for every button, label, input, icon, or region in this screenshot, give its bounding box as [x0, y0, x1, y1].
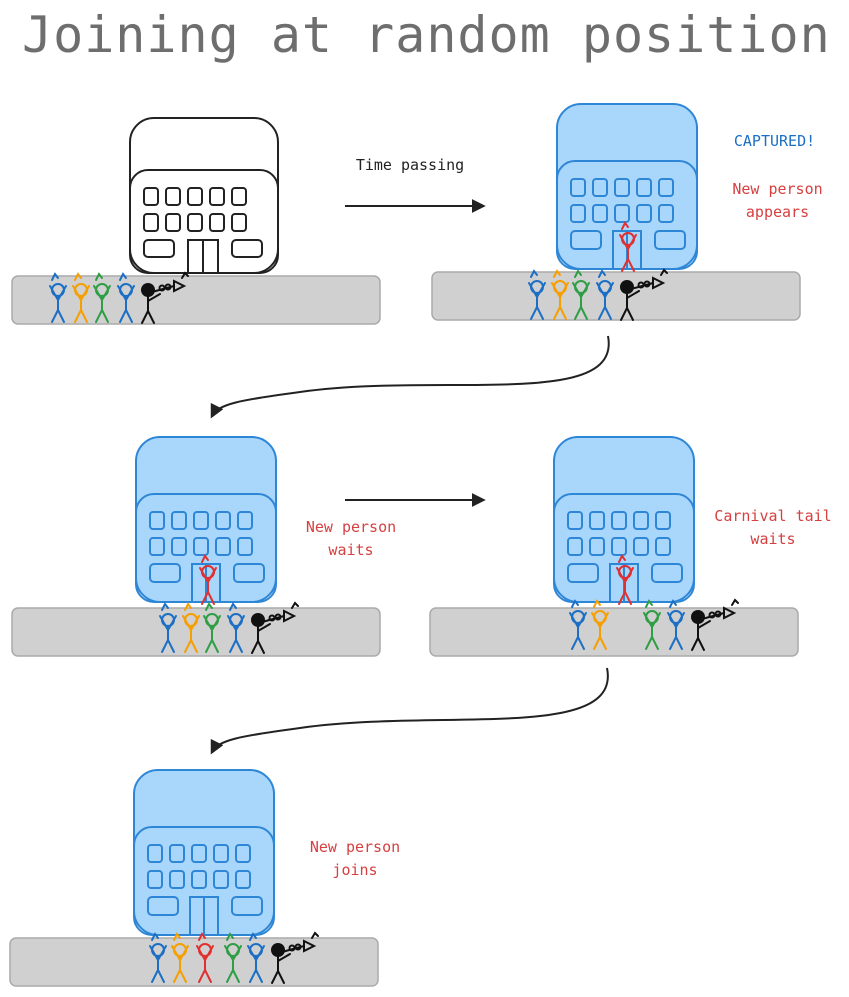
flow-arrow: [210, 335, 610, 419]
panel-2: [431, 103, 801, 321]
new-person-waits-label: New person waits: [305, 518, 397, 559]
road: [9, 937, 379, 987]
road: [11, 275, 381, 325]
road: [429, 607, 799, 657]
panel-3: [11, 436, 381, 657]
page-title: Joining at random position: [22, 6, 831, 64]
building-captured: [133, 769, 275, 936]
building: [129, 117, 279, 274]
panel-5: [9, 769, 379, 987]
new-person-appears-label: New person appears: [732, 180, 823, 221]
captured-label: CAPTURED!: [733, 132, 816, 150]
time-passing-label: Time passing: [355, 156, 465, 174]
panel-4: [429, 436, 799, 657]
road: [431, 271, 801, 321]
panel-1: [11, 117, 381, 325]
carnival-tail-waits-label: Carnival tail waits: [714, 507, 832, 548]
flow-arrow: [210, 667, 609, 755]
new-person-joins-label: New person joins: [309, 838, 401, 879]
